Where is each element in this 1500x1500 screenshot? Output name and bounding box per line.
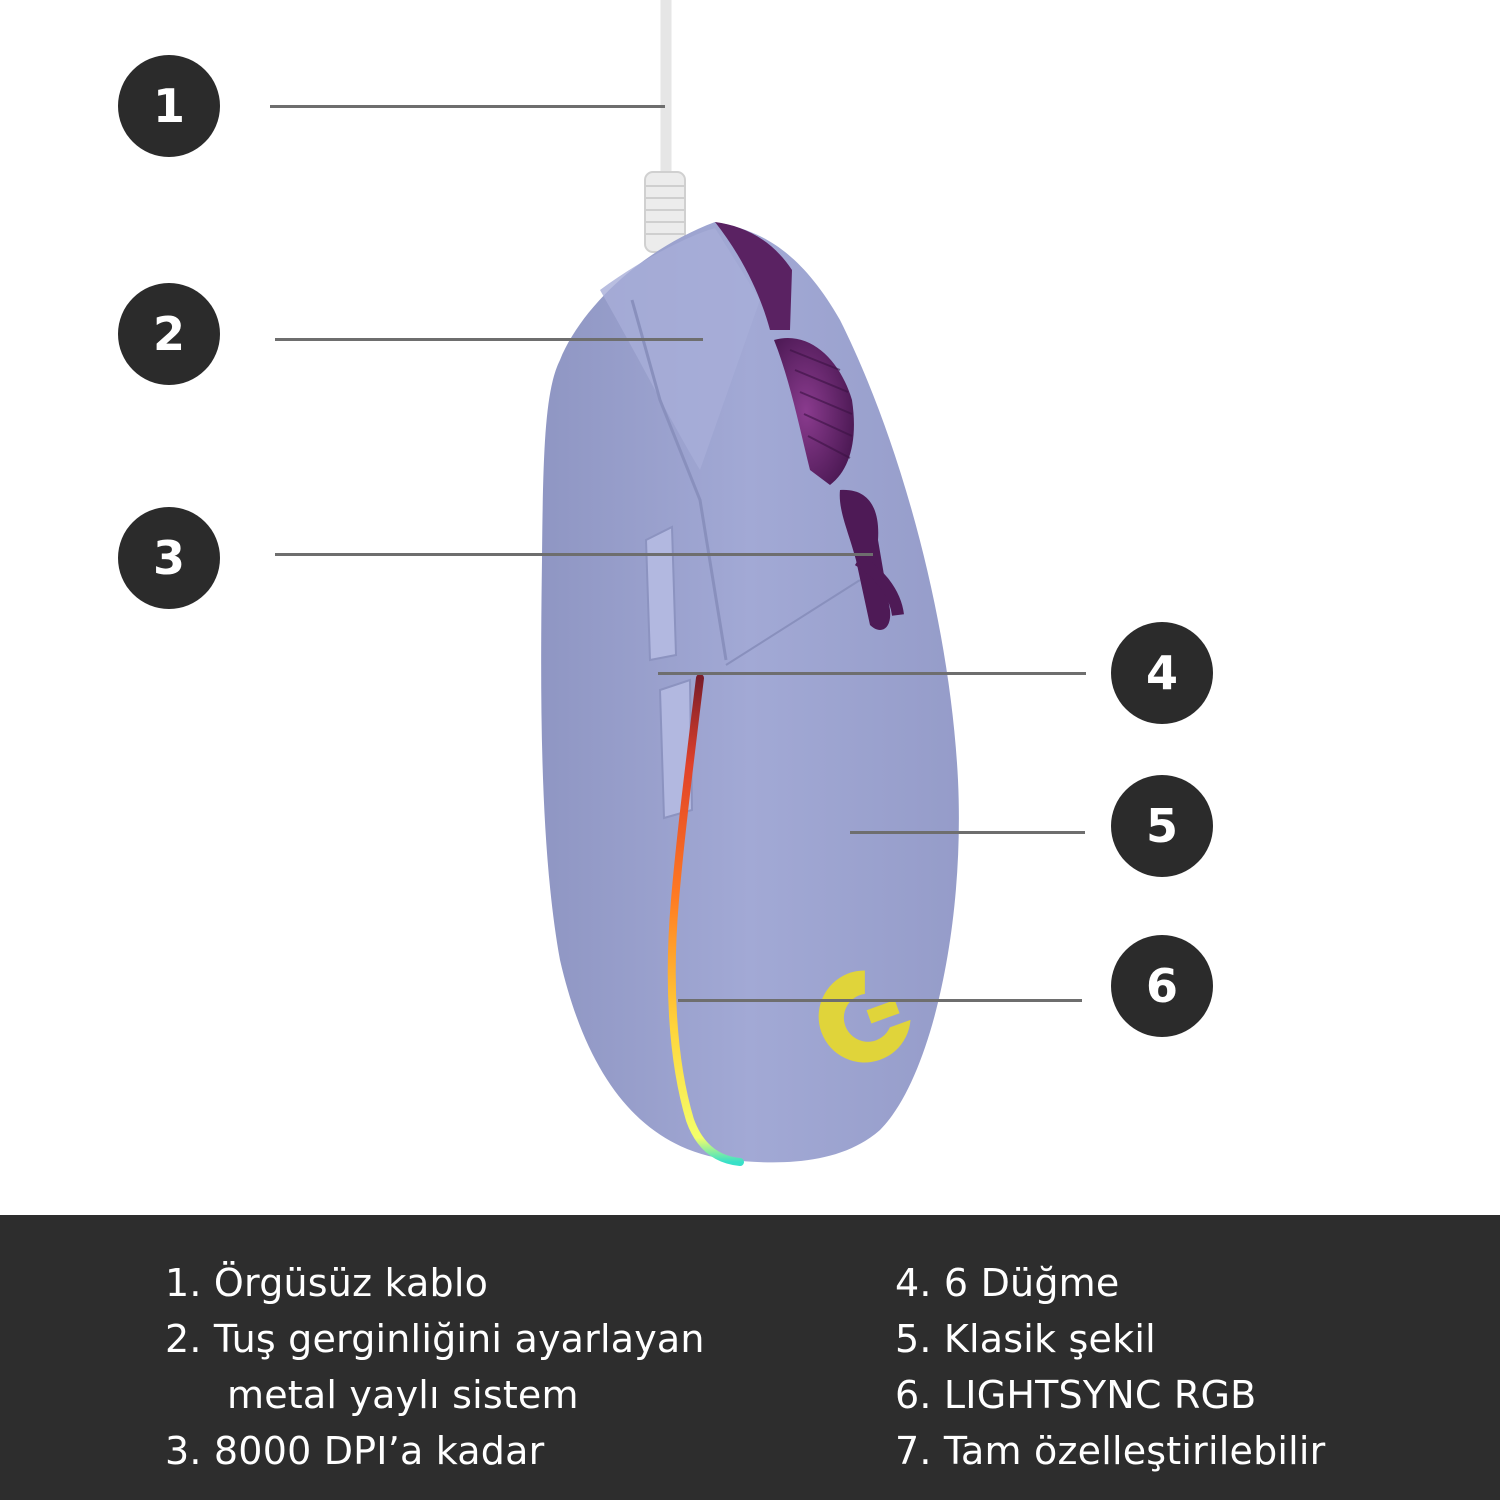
feature-item-2-continued: metal yaylı sistem [227, 1373, 579, 1417]
left-button-facet [600, 228, 760, 470]
mouse-illustration [541, 0, 959, 1166]
leader-line-5 [850, 831, 1085, 834]
feature-item-2: 2. Tuş gerginliğini ayarlayan [165, 1317, 705, 1361]
feature-item-7: 7. Tam özelleştirilebilir [895, 1429, 1326, 1473]
feature-list-right: 4. 6 Düğme 5. Klasik şekil 6. LIGHTSYNC … [895, 1255, 1326, 1479]
callout-badge-2: 2 [118, 283, 220, 385]
callout-badge-4: 4 [1111, 622, 1213, 724]
feature-item-5: 5. Klasik şekil [895, 1317, 1156, 1361]
rgb-light-strip [667, 674, 744, 1166]
mouse-body [541, 222, 959, 1163]
callout-badge-3: 3 [118, 507, 220, 609]
callout-badge-5: 5 [1111, 775, 1213, 877]
top-button-strip [715, 222, 792, 330]
feature-item-6: 6. LIGHTSYNC RGB [895, 1373, 1257, 1417]
logitech-g-logo-icon [818, 970, 911, 1063]
callout-badge-6: 6 [1111, 935, 1213, 1037]
feature-item-1: 1. Örgüsüz kablo [165, 1261, 489, 1305]
leader-line-4 [658, 672, 1086, 675]
leader-line-6 [678, 999, 1082, 1002]
scroll-wheel [774, 338, 854, 485]
callout-badge-1: 1 [118, 55, 220, 157]
feature-item-4: 4. 6 Düğme [895, 1261, 1120, 1305]
leader-line-1 [270, 105, 665, 108]
feature-list-panel: 1. Örgüsüz kablo 2. Tuş gerginliğini aya… [0, 1215, 1500, 1500]
leader-line-3 [275, 553, 873, 556]
feature-list-left: 1. Örgüsüz kablo 2. Tuş gerginliğini aya… [165, 1255, 705, 1479]
leader-line-2 [275, 338, 703, 341]
feature-item-3: 3. 8000 DPI’a kadar [165, 1429, 545, 1473]
product-diagram: 1 2 3 4 5 6 [118, 0, 1213, 1166]
side-button-front [644, 525, 678, 662]
